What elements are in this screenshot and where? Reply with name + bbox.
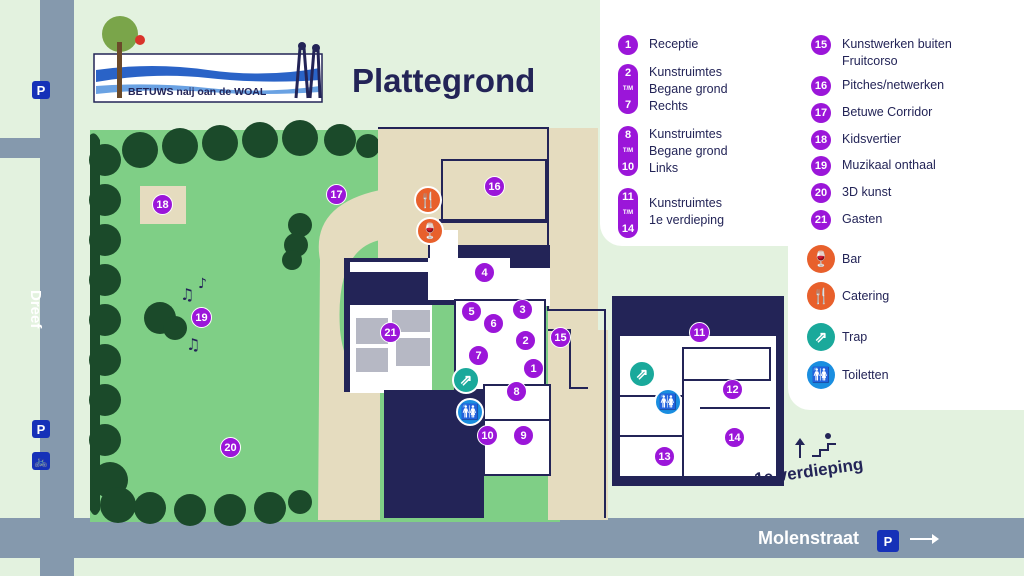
pin-20[interactable]: 20	[220, 437, 241, 458]
legend-line: Kunstruimtes	[649, 65, 722, 79]
toilet-icon[interactable]: 🚻	[456, 398, 484, 426]
pin-15[interactable]: 15	[550, 327, 571, 348]
road-molenstraat	[0, 518, 1024, 558]
svg-text:♫: ♫	[180, 285, 194, 304]
parking-icon: P	[32, 420, 50, 438]
legend-line: Fruitcorso	[842, 54, 898, 68]
legend-line: Links	[649, 161, 679, 175]
legend-label-17: Betuwe Corridor	[842, 105, 933, 119]
legend-label-catering: Catering	[842, 289, 890, 303]
legend-label-trap: Trap	[842, 330, 868, 344]
legend-num-17: 17	[811, 103, 831, 123]
path-east2	[548, 128, 598, 338]
parking-icon: P	[877, 530, 899, 552]
range-start: 2	[624, 67, 632, 79]
pin-4[interactable]: 4	[474, 262, 495, 283]
legend-label-11-14: Kunstruimtes 1e verdieping	[649, 195, 724, 229]
range-start: 8	[624, 129, 632, 141]
pin-13[interactable]: 13	[654, 446, 675, 467]
road-side	[0, 138, 42, 158]
bar-icon[interactable]: 🍷	[416, 217, 444, 245]
pin-1[interactable]: 1	[523, 358, 544, 379]
pin-3[interactable]: 3	[512, 299, 533, 320]
bicycle-icon: 🚲	[32, 452, 50, 470]
stairs-icon[interactable]: ⇗	[452, 366, 480, 394]
range-mid: T/M	[622, 210, 634, 216]
legend-line: Begane grond	[649, 144, 728, 158]
logo-text: BETUWS naij oan de WOAL	[128, 86, 267, 98]
parking-icon: P	[32, 81, 50, 99]
legend-label-16: Pitches/netwerken	[842, 78, 945, 92]
street-label-molenstraat: Molenstraat	[758, 528, 860, 548]
svg-text:♫: ♫	[186, 335, 200, 354]
legend-label-receptie: Receptie	[649, 37, 699, 51]
catering-icon[interactable]: 🍴	[414, 186, 442, 214]
range-end: 7	[624, 99, 632, 111]
pin-12[interactable]: 12	[722, 379, 743, 400]
range-mid: T/M	[622, 86, 634, 92]
toilet-icon: 🚻	[807, 361, 835, 389]
pin-10[interactable]: 10	[477, 425, 498, 446]
legend-range-2-7: 2 T/M 7	[618, 64, 638, 114]
toilet-icon[interactable]: 🚻	[654, 388, 682, 416]
range-end: 10	[621, 161, 635, 173]
pin-9[interactable]: 9	[513, 425, 534, 446]
legend-label-21: Gasten	[842, 212, 883, 226]
pin-18[interactable]: 18	[152, 194, 173, 215]
legend-line: Kunstwerken buiten	[842, 37, 952, 51]
east-wall	[547, 128, 606, 518]
range-start: 11	[622, 191, 634, 203]
pin-21[interactable]: 21	[380, 322, 401, 343]
pin-6[interactable]: 6	[483, 313, 504, 334]
path-east	[548, 330, 608, 520]
pin-7[interactable]: 7	[468, 345, 489, 366]
legend-num-15: 15	[811, 35, 831, 55]
legend-label-18: Kidsvertier	[842, 132, 902, 146]
legend-line: 1e verdieping	[649, 213, 725, 227]
legend-line: Begane grond	[649, 82, 728, 96]
legend-range-11-14: 11 T/M 14	[618, 188, 638, 238]
pin-11[interactable]: 11	[689, 322, 710, 343]
pin-19[interactable]: 19	[191, 307, 212, 328]
bar-icon: 🍷	[807, 245, 835, 273]
stairs-icon: ⇗	[807, 323, 835, 351]
legend-num-21: 21	[811, 210, 831, 230]
legend-line: Kunstruimtes	[649, 196, 722, 210]
svg-text:♪: ♪	[198, 276, 207, 292]
legend-label-toiletten: Toiletten	[842, 368, 889, 382]
legend-label-20: 3D kunst	[842, 185, 892, 199]
pin-17[interactable]: 17	[326, 184, 347, 205]
legend-num-18: 18	[811, 130, 831, 150]
terrace	[378, 128, 548, 258]
room-16	[441, 159, 547, 223]
street-label-dreef: Dreef	[27, 290, 44, 329]
pin-16[interactable]: 16	[484, 176, 505, 197]
legend-label-19: Muzikaal onthaal	[842, 158, 936, 172]
legend-num-20: 20	[811, 183, 831, 203]
pin-5[interactable]: 5	[461, 301, 482, 322]
pin-8[interactable]: 8	[506, 381, 527, 402]
legend-line: Kunstruimtes	[649, 127, 722, 141]
range-end: 14	[621, 223, 635, 235]
legend-num-19: 19	[811, 156, 831, 176]
hedge-ring	[89, 120, 380, 526]
legend-label-bar: Bar	[842, 252, 862, 266]
legend-line: Rechts	[649, 99, 688, 113]
legend-range-8-10: 8 T/M 10	[618, 126, 638, 176]
legend-label-8-10: Kunstruimtes Begane grond Links	[649, 126, 728, 177]
legend-label-15: Kunstwerken buiten Fruitcorso	[842, 36, 952, 70]
range-mid: T/M	[622, 148, 634, 154]
festival-logo	[93, 16, 323, 103]
pin-2[interactable]: 2	[515, 330, 536, 351]
legend-num-16: 16	[811, 76, 831, 96]
catering-icon: 🍴	[807, 282, 835, 310]
legend-label-2-7: Kunstruimtes Begane grond Rechts	[649, 64, 728, 115]
legend-num-1: 1	[618, 35, 638, 55]
pin-14[interactable]: 14	[724, 427, 745, 448]
path-curve	[318, 190, 380, 520]
stairs-icon[interactable]: ⇗	[628, 360, 656, 388]
page-title: Plattegrond	[352, 62, 536, 99]
